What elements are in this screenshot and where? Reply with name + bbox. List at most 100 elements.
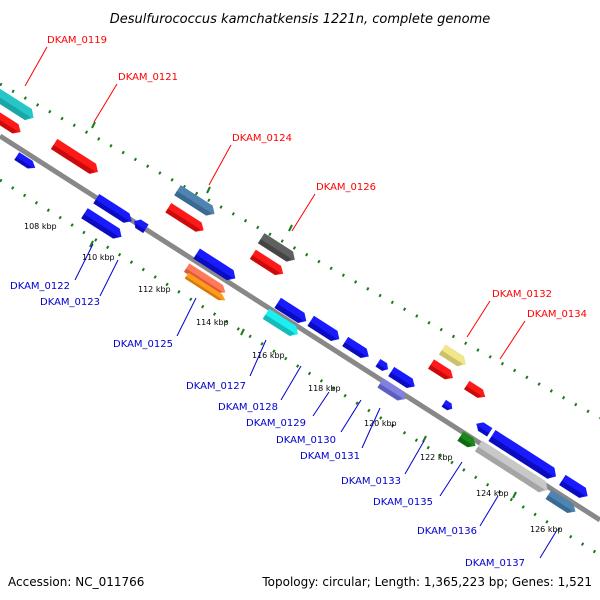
gene-label-dkam-0129: DKAM_0129 <box>246 418 306 429</box>
leader-line <box>312 391 330 417</box>
leader-line <box>249 339 267 377</box>
gene-arrow-body <box>464 380 486 398</box>
gene-feature-blue <box>274 297 307 323</box>
gene-feature-dkam-0125 <box>183 263 226 294</box>
gene-label-dkam-0126: DKAM_0126 <box>316 182 376 193</box>
gene-arrow-body <box>0 111 21 134</box>
gene-arrow-body <box>257 233 295 262</box>
gene-arrow-shade <box>93 199 129 223</box>
gene-label-dkam-0137: DKAM_0137 <box>465 558 525 569</box>
leader-line <box>99 259 119 297</box>
gene-label-dkam-0127: DKAM_0127 <box>186 381 246 392</box>
leader-line <box>466 300 491 338</box>
gene-feature-dkam-0119 <box>0 88 34 121</box>
gene-features <box>0 88 588 514</box>
gene-arrow-shade <box>474 446 545 493</box>
tick-label-118: 118 kbp <box>308 384 341 393</box>
gene-label-dkam-0130: DKAM_0130 <box>276 435 336 446</box>
leader-line <box>24 46 48 87</box>
gene-arrow-body <box>262 308 299 337</box>
gene-label-dkam-0123: DKAM_0123 <box>40 297 100 308</box>
gene-arrow-shade <box>388 372 412 388</box>
gene-feature-blue <box>476 422 493 437</box>
gene-arrow-body <box>428 359 453 380</box>
tick-labels: 108 kbp 110 kbp 112 kbp 114 kbp 116 kbp … <box>24 222 563 534</box>
gene-arrow-shade <box>441 404 451 411</box>
gene-arrow-body <box>165 203 204 232</box>
gene-arrow-body <box>559 474 588 498</box>
gene-arrow-shade <box>274 303 304 323</box>
tick-mark <box>288 224 293 232</box>
gene-arrow-shade <box>428 364 450 380</box>
gene-arrow-shade <box>545 495 573 514</box>
gene-arrow-body <box>14 152 36 169</box>
gene-feature-red <box>249 249 284 276</box>
gene-arrow-body <box>545 489 576 514</box>
leader-line <box>340 399 362 433</box>
leader-line <box>539 529 558 559</box>
gene-feature-red <box>165 203 204 232</box>
gene-label-dkam-0135: DKAM_0135 <box>373 497 433 508</box>
gene-arrow-shade <box>81 213 119 239</box>
gene-arrow-shade <box>249 255 281 276</box>
gene-arrow-body <box>488 430 557 479</box>
genome-summary-text: Topology: circular; Length: 1,365,223 bp… <box>261 575 592 589</box>
gene-arrow-shade <box>477 425 490 437</box>
tick-label-112: 112 kbp <box>138 285 171 294</box>
gene-arrow-shade <box>174 190 212 216</box>
leader-line <box>280 365 302 401</box>
gene-arrow-body <box>183 263 226 294</box>
gene-arrow-shade <box>165 208 201 232</box>
gene-label-dkam-0122: DKAM_0122 <box>10 281 70 292</box>
gene-label-dkam-0132: DKAM_0132 <box>492 289 552 300</box>
gene-label-dkam-0133: DKAM_0133 <box>341 476 401 487</box>
gene-arrow-body <box>307 315 340 341</box>
gene-feature-orange <box>184 272 226 301</box>
tick-label-108: 108 kbp <box>24 222 57 231</box>
leader-line <box>404 440 425 475</box>
gene-label-dkam-0128: DKAM_0128 <box>218 402 278 413</box>
gene-arrow-shade <box>184 276 223 301</box>
gene-arrow-shade <box>438 350 463 367</box>
leader-line <box>93 83 118 123</box>
leader-line <box>176 297 197 337</box>
gene-arrow-shade <box>464 385 483 398</box>
gene-arrow-body <box>388 366 415 388</box>
gene-arrow-shade <box>375 363 386 371</box>
gene-arrow-body <box>50 138 98 174</box>
tick-mark <box>240 328 245 336</box>
tick-label-110: 110 kbp <box>82 253 115 262</box>
gene-arrow-shade <box>257 239 292 262</box>
tick-label-126: 126 kbp <box>530 525 563 534</box>
gene-arrow-body <box>0 88 34 121</box>
gene-feature-red <box>428 359 453 380</box>
inner-dotted-guide <box>0 178 600 557</box>
tick-label-116: 116 kbp <box>252 351 285 360</box>
tick-mark <box>206 186 211 194</box>
gene-arrow-body <box>474 440 548 493</box>
leader-line <box>208 144 232 186</box>
gene-feature-dkam-0135 <box>488 430 557 479</box>
gene-feature-blue <box>441 399 453 411</box>
gene-arrow-shade <box>0 116 18 134</box>
gene-feature-dkam-0121 <box>50 138 98 174</box>
leader-line <box>74 243 94 281</box>
gene-arrow-shade <box>488 436 553 479</box>
gene-feature-blue <box>375 358 389 371</box>
gene-label-dkam-0136: DKAM_0136 <box>417 526 477 537</box>
accession-text: Accession: NC_011766 <box>8 575 144 589</box>
gene-feature-dkam-0126 <box>257 233 295 262</box>
tick-mark <box>512 491 517 499</box>
gene-feature-blue <box>388 366 415 388</box>
tick-label-124: 124 kbp <box>476 489 509 498</box>
gene-arrow-body <box>81 208 122 239</box>
gene-feature-dkam-0132 <box>438 344 466 367</box>
gene-arrow-body <box>184 272 226 301</box>
gene-arrow-body <box>476 422 493 437</box>
upper-gene-labels: DKAM_0119 DKAM_0121 DKAM_0124 DKAM_0126 … <box>24 35 587 360</box>
leader-line <box>479 495 499 527</box>
gene-feature-green <box>457 431 476 448</box>
gene-arrow-body <box>438 344 466 367</box>
tick-mark <box>89 240 94 248</box>
